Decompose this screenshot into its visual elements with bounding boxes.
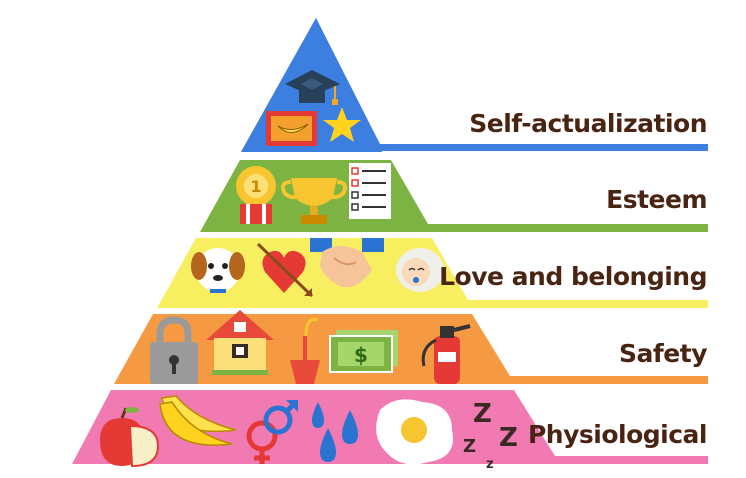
money-icon: $ [329, 330, 398, 373]
fire-extinguisher-icon [421, 324, 471, 384]
level-esteem: 1 [200, 160, 708, 232]
heart-arrow-icon [256, 242, 314, 298]
sleep-z-1: Z [473, 399, 492, 429]
gender-symbols-icon [246, 400, 298, 464]
water-drops-icon [312, 402, 358, 462]
label-safety: Safety [619, 339, 707, 368]
fried-egg-icon [376, 399, 453, 465]
sleep-zzz-icon: Z Z Z z [463, 399, 518, 472]
umbrella-icon [290, 317, 320, 384]
money-symbol: $ [354, 343, 368, 367]
padlock-icon [150, 316, 198, 384]
level-self-actualization [241, 18, 708, 152]
bananas-icon [159, 395, 237, 446]
sleep-z-2: Z [499, 423, 518, 453]
gold-medal-icon: 1 [236, 166, 276, 224]
dog-icon [191, 248, 245, 293]
trophy-icon [280, 178, 348, 224]
star-icon [323, 107, 361, 142]
house-icon [206, 310, 274, 375]
checklist-icon [349, 163, 391, 219]
baby-icon [396, 248, 444, 292]
level-safety: $ [114, 310, 708, 384]
apple-icon [100, 407, 160, 468]
graduation-cap-icon [285, 70, 340, 105]
label-love-and-belonging: Love and belonging [439, 262, 707, 291]
sleep-z-4: z [486, 457, 494, 472]
handshake-icon [310, 238, 384, 288]
banana-painting-icon [266, 111, 317, 146]
medal-number: 1 [250, 177, 261, 196]
label-self-actualization: Self-actualization [469, 109, 707, 138]
level-love [157, 238, 708, 308]
sleep-z-3: Z [463, 436, 476, 457]
label-esteem: Esteem [606, 185, 707, 214]
level-physiological: Z Z Z z [72, 390, 708, 472]
label-physiological: Physiological [528, 420, 707, 449]
